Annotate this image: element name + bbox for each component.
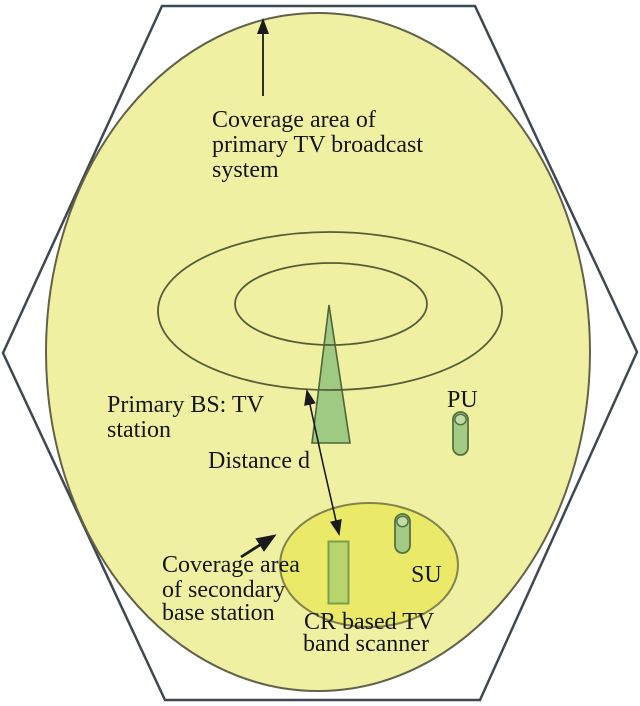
label-primary-bs-line2: station	[107, 417, 171, 443]
signal-ring-inner	[234, 262, 428, 346]
pu-cylinder-cap	[454, 413, 467, 426]
label-secondary-coverage-line2: of secondary	[162, 577, 285, 603]
label-scanner-line2: band scanner	[303, 631, 429, 657]
distance-arrow-lower	[322, 463, 342, 536]
tv-tower	[311, 304, 351, 444]
secondary-coverage-ellipse	[279, 502, 459, 628]
label-primary-bs-line1: Primary BS: TV	[107, 392, 265, 418]
cr-scanner	[327, 540, 350, 605]
label-pu: PU	[447, 387, 478, 413]
label-primary-coverage-line2: primary TV broadcast	[212, 132, 423, 158]
label-primary-coverage-line1: Coverage area of	[212, 107, 376, 133]
label-primary-coverage-line3: system	[212, 157, 279, 183]
label-secondary-coverage-line1: Coverage area	[162, 552, 300, 578]
label-distance: Distance d	[208, 448, 310, 474]
label-su: SU	[411, 562, 442, 588]
distance-arrow-upper	[304, 389, 324, 465]
primary-coverage-ellipse	[45, 12, 591, 692]
label-secondary-coverage-line3: base station	[162, 600, 275, 626]
su-cylinder-cap	[396, 515, 409, 528]
secondary-coverage-pointer-arrow	[240, 534, 277, 559]
signal-ring-outer	[157, 231, 503, 391]
label-scanner-line1: CR based TV	[304, 609, 435, 635]
